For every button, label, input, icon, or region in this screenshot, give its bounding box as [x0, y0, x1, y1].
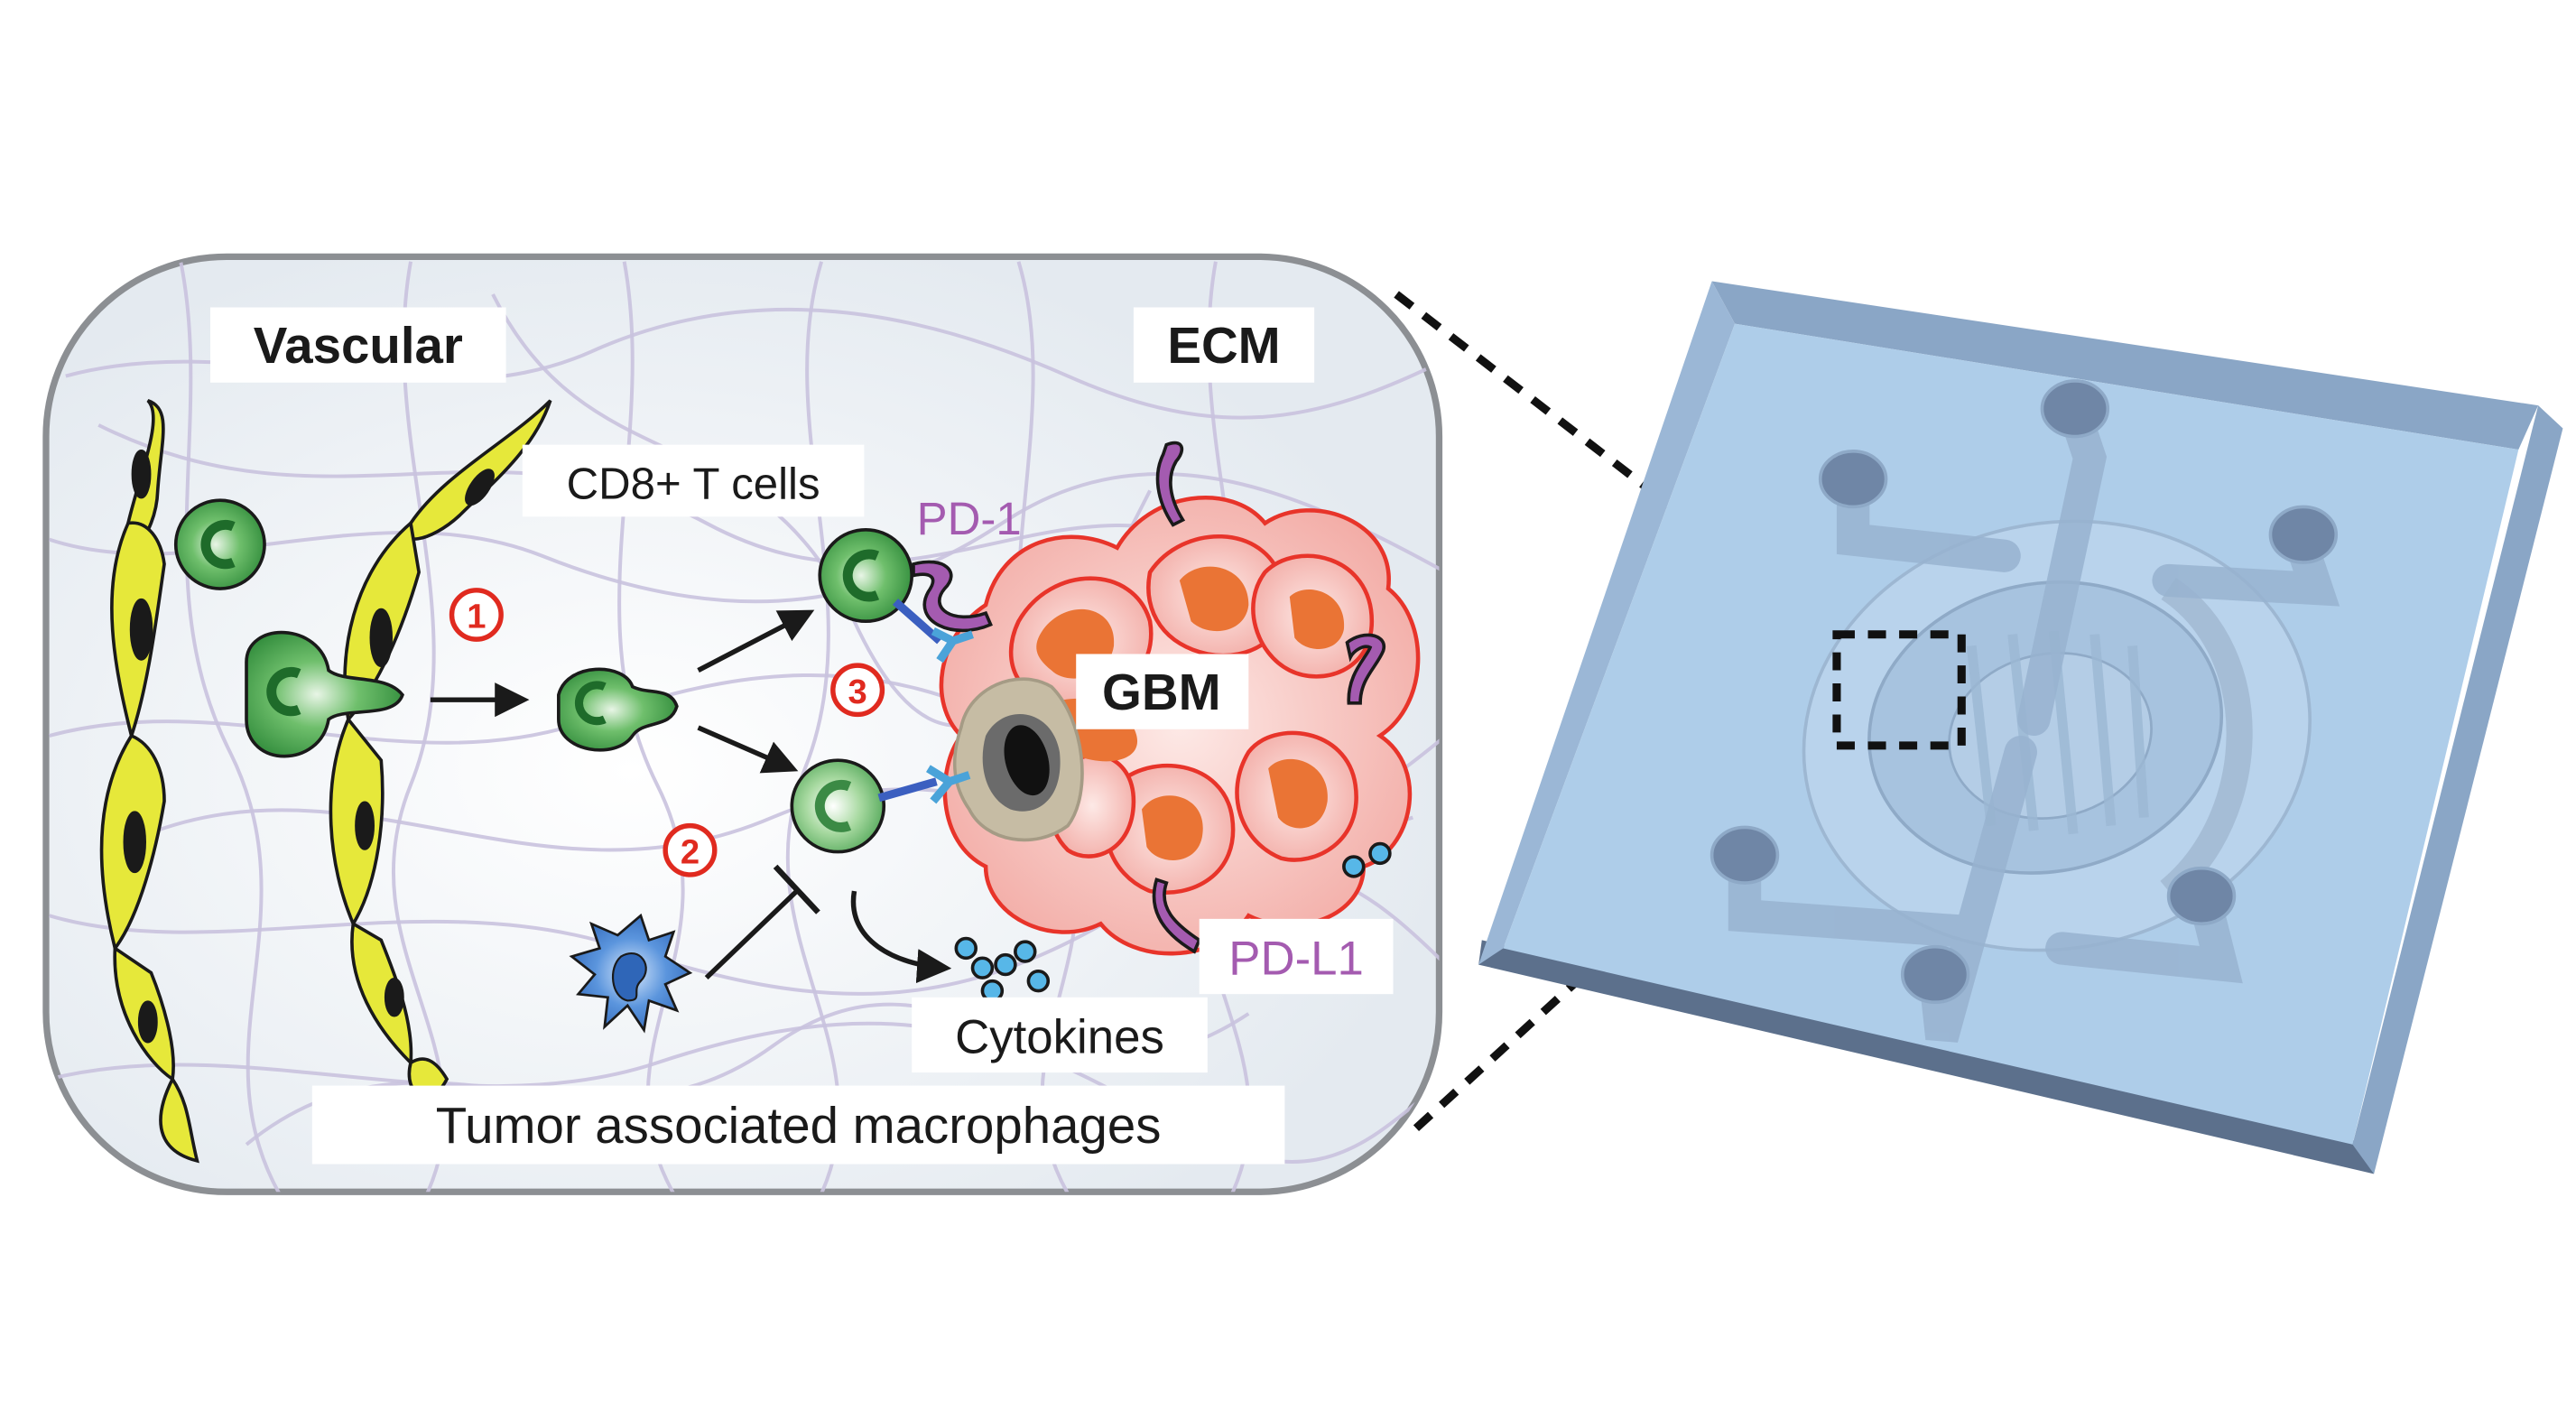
step-marker-3: 3	[830, 663, 885, 718]
label-ecm: ECM	[1133, 307, 1315, 383]
inhibition-bar	[773, 864, 820, 914]
microfluidic-device	[1478, 281, 2563, 1174]
pdl1-ligand-right	[1345, 633, 1386, 705]
vascular-endothelial-cells	[99, 399, 552, 1164]
label-tam-text: Tumor associated macrophages	[436, 1097, 1162, 1154]
apoptotic-tumor-cell	[952, 677, 1084, 842]
t-cell-migrating	[557, 667, 679, 752]
step-marker-3-label: 3	[848, 673, 866, 711]
label-cytokines-text: Cytokines	[955, 1010, 1164, 1063]
label-vascular: Vascular	[209, 307, 506, 383]
port-bottom	[1900, 944, 1970, 1005]
t-cell-bound-bottom	[790, 758, 886, 854]
device-side-bottom	[1478, 940, 2375, 1174]
microenvironment-panel: 1 2 3 Vascular ECM CD8+ T cells PD-1 GBM	[42, 253, 1443, 1195]
port-top	[2040, 379, 2110, 439]
label-gbm: GBM	[1076, 654, 1249, 729]
pdl1-ligand-top	[1155, 441, 1186, 527]
device-side-top	[1711, 281, 2539, 450]
label-gbm-text: GBM	[1102, 664, 1221, 720]
t-cell-extravasating	[245, 630, 404, 758]
label-ecm-text: ECM	[1167, 317, 1280, 374]
step-marker-1: 1	[449, 588, 504, 642]
arrow-to-bottom-tcell	[697, 725, 799, 774]
device-side-right	[2352, 405, 2563, 1174]
pdl1-ligand-bottom	[1152, 877, 1201, 954]
label-vascular-text: Vascular	[254, 317, 463, 374]
cytokines	[954, 841, 1392, 1003]
t-cell-in-vessel	[173, 498, 266, 590]
label-cd8-t-cells-text: CD8+ T cells	[567, 460, 820, 508]
pd1-receptor	[912, 560, 993, 633]
port-bottom-right	[2166, 866, 2237, 926]
inhibition-line	[704, 889, 799, 980]
label-pdl1: PD-L1	[1199, 918, 1394, 995]
label-cytokines: Cytokines	[912, 997, 1208, 1073]
arrow-to-top-tcell	[697, 609, 815, 673]
arrow-cytokine-release	[850, 890, 952, 984]
step-marker-2-label: 2	[681, 832, 700, 871]
step-marker-1-label: 1	[467, 598, 486, 636]
step-marker-2: 2	[663, 822, 718, 877]
tcr-antigen-binding	[877, 599, 974, 804]
label-pd1: PD-1	[917, 493, 1022, 544]
tumor-associated-macrophage	[569, 913, 693, 1034]
label-pdl1-text: PD-L1	[1228, 933, 1364, 986]
port-top-left	[1818, 450, 1888, 509]
label-pd1-text: PD-1	[917, 493, 1022, 544]
label-cd8-t-cells: CD8+ T cells	[522, 444, 865, 517]
label-tam: Tumor associated macrophages	[311, 1085, 1285, 1165]
device-side-left	[1478, 281, 1736, 965]
zoom-region-indicator	[1832, 630, 1966, 750]
port-right	[2268, 505, 2339, 564]
migration-arrows	[430, 609, 952, 984]
pd1-pdl1-molecules	[912, 441, 1386, 954]
device-ports	[1710, 379, 2339, 1005]
port-bottom-left	[1710, 825, 1780, 885]
